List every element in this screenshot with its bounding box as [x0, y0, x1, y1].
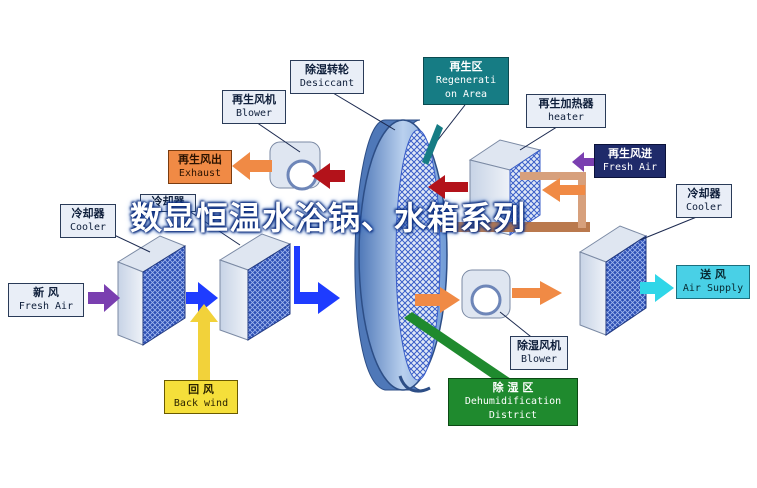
regen-heater-unit: [468, 139, 542, 236]
label-cooler-left: 冷却器 Cooler: [60, 204, 116, 238]
label-cooler-partial: 冷却器: [140, 194, 196, 212]
duct-lines: [440, 172, 590, 232]
label-cooler-right-en: Cooler: [685, 202, 723, 213]
label-regen-blower-en: Blower: [235, 108, 273, 119]
label-regen-fresh-air-zh: 再生风进: [608, 147, 652, 160]
label-regen-blower-zh: 再生风机: [232, 93, 276, 106]
label-regen-heater-en: heater: [547, 112, 585, 123]
label-regen-blower: 再生风机 Blower: [222, 90, 286, 124]
label-process-blower-zh: 除湿风机: [517, 339, 561, 352]
label-process-blower-en: Blower: [520, 354, 558, 365]
label-regen-area-en2: on Area: [444, 89, 488, 100]
process-outlet-arrows: [415, 281, 562, 313]
cooler-unit-left: [116, 235, 187, 346]
label-fresh-air-in-zh: 新 风: [33, 286, 59, 299]
process-flow-arrows: [186, 246, 340, 314]
regen-flow-arrows: [312, 163, 468, 199]
label-fresh-air-in-en: Fresh Air: [18, 301, 74, 312]
label-cooler-right-zh: 冷却器: [687, 187, 721, 200]
exhaust-arrow: [232, 152, 272, 180]
label-regen-area-zh: 再生区: [449, 60, 483, 73]
air-supply-arrow: [640, 274, 674, 302]
label-cooler-partial-zh: 冷却器: [151, 195, 185, 208]
label-regen-heater: 再生加热器 heater: [526, 94, 606, 128]
label-cooler-left-zh: 冷却器: [71, 207, 105, 220]
label-desiccant-zh: 除湿转轮: [305, 63, 349, 76]
heater-inlet-arrow: [542, 178, 585, 202]
label-cooler-right: 冷却器 Cooler: [676, 184, 732, 218]
label-exhaust-zh: 再生风出: [178, 153, 222, 166]
cooler-unit-middle: [218, 233, 292, 341]
regen-leader: [422, 124, 443, 165]
label-regen-fresh-air: 再生风进 Fresh Air: [594, 144, 666, 178]
label-back-wind-en: Back wind: [173, 398, 229, 409]
label-air-supply-en: Air Supply: [682, 283, 744, 294]
regen-fresh-air-arrow: [572, 152, 596, 172]
label-regeneration-area: 再生区 Regenerati on Area: [423, 57, 509, 105]
label-air-supply: 送 风 Air Supply: [676, 265, 750, 299]
label-regen-fresh-air-en: Fresh Air: [602, 162, 658, 173]
label-desiccant-rotor: 除湿转轮 Desiccant: [290, 60, 364, 94]
label-dehumid-en1: Dehumidification: [464, 396, 562, 407]
label-back-wind: 回 风 Back wind: [164, 380, 238, 414]
regen-blower-unit: [269, 141, 321, 191]
dehumid-leader: [404, 312, 520, 392]
label-dehumid-zh: 除 湿 区: [492, 381, 534, 394]
desiccant-rotor: [354, 119, 448, 393]
label-fresh-air-in: 新 风 Fresh Air: [8, 283, 84, 317]
fresh-air-arrow: [88, 284, 120, 312]
process-blower-unit: [461, 269, 511, 319]
label-desiccant-en: Desiccant: [299, 78, 355, 89]
label-regen-heater-zh: 再生加热器: [538, 97, 594, 110]
label-back-wind-zh: 回 风: [188, 383, 214, 396]
label-process-blower: 除湿风机 Blower: [510, 336, 568, 370]
label-cooler-left-en: Cooler: [69, 222, 107, 233]
label-exhaust: 再生风出 Exhaust: [168, 150, 232, 184]
cooler-unit-right: [578, 225, 648, 336]
back-wind-arrow: [190, 304, 218, 380]
label-exhaust-en: Exhaust: [178, 168, 222, 179]
label-air-supply-zh: 送 风: [700, 268, 726, 281]
label-dehumid-district: 除 湿 区 Dehumidification District: [448, 378, 578, 426]
label-regen-area-en1: Regenerati: [435, 75, 497, 86]
overlay-title: 数显恒温水浴锅、水箱系列: [130, 199, 527, 237]
label-dehumid-en2: District: [488, 410, 538, 421]
